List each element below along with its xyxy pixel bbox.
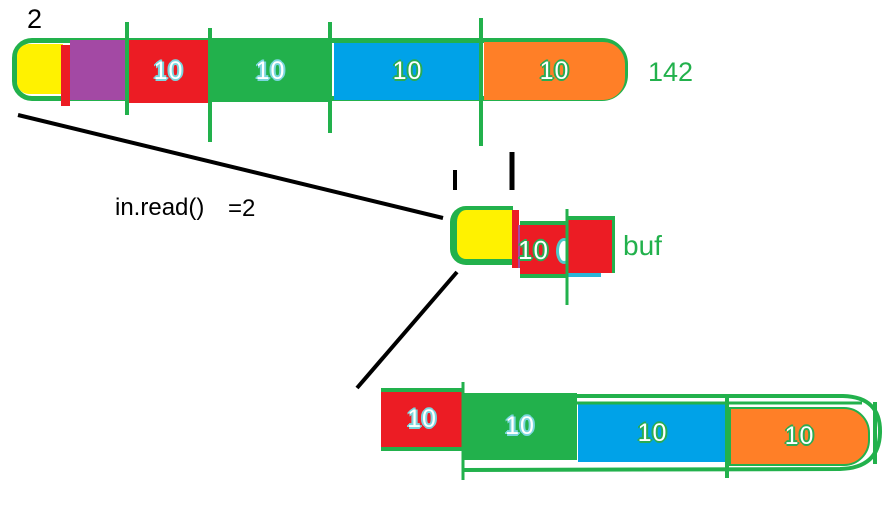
bottom-segment-green-chunk: 10 — [463, 393, 577, 460]
bottom-green-chunk-size-label: 10 — [505, 412, 535, 440]
top-segment-red-chunk: 10 — [127, 40, 210, 103]
bottom-red-chunk-size-label: 10 — [407, 405, 437, 433]
bottom-segment-blue-chunk: 10 — [578, 404, 727, 462]
buffer-segment-red-2 — [568, 216, 615, 273]
buffer-name-label: buf — [623, 230, 662, 261]
top-segment-green-chunk: 10 — [210, 40, 331, 102]
bottom-blue-chunk-size-label: 10 — [637, 418, 668, 447]
buffer-segment-yellow — [450, 206, 513, 265]
buffer-purple-sliver — [518, 225, 521, 268]
top-segment-red-marker — [61, 45, 70, 106]
top-segment-blue-chunk: 10 — [334, 43, 481, 100]
stream-total-label: 142 — [648, 57, 694, 87]
bottom-orange-chunk-size-label: 10 — [784, 422, 815, 450]
bottom-segment-red-chunk: 10 — [381, 388, 463, 451]
top-orange-chunk-size-label: 10 — [539, 56, 570, 85]
buffer-cyan-underline — [568, 273, 601, 277]
stream-position-label: 2 — [27, 4, 43, 34]
read-call-label: in.read() — [115, 194, 205, 221]
pointer-line-buffer-to-bottom — [355, 270, 459, 390]
top-segment-purple-chunk — [70, 40, 127, 100]
buffer-red-marker — [512, 210, 519, 268]
top-segment-orange-chunk: 10 — [484, 42, 625, 100]
bottom-segment-orange-chunk: 10 — [729, 407, 870, 466]
top-segment-yellow-consumed — [17, 44, 63, 94]
buffer-red-1-size-label: 10 — [518, 234, 549, 265]
top-red-chunk-size-label: 10 — [153, 57, 184, 85]
read-result-label: =2 — [228, 195, 256, 222]
top-green-chunk-size-label: 10 — [255, 56, 286, 85]
top-blue-chunk-size-label: 10 — [392, 57, 423, 85]
